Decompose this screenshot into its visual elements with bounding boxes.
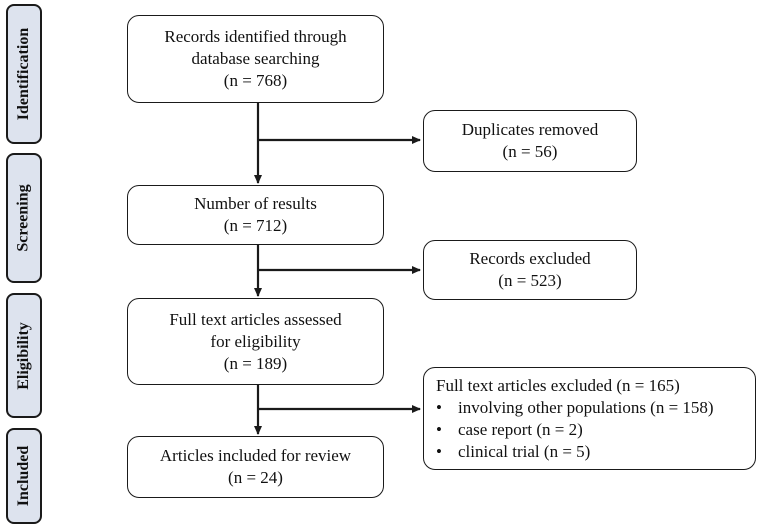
exclusion-reason-item: •clinical trial (n = 5) <box>436 441 591 461</box>
phase-eligibility: Eligibility <box>6 293 42 418</box>
full-text-assessed-line1: Full text articles assessed <box>169 309 342 329</box>
articles-included-count: (n = 24) <box>228 468 283 487</box>
duplicates-removed-box: Duplicates removed (n = 56) <box>423 110 637 172</box>
records-identified-line2: database searching <box>191 49 320 68</box>
records-identified-box: Records identified through database sear… <box>127 15 384 103</box>
full-text-assessed-box: Full text articles assessed for eligibil… <box>127 298 384 385</box>
records-identified-count: (n = 768) <box>223 71 288 90</box>
exclusion-reason-text: case report (n = 2) <box>458 419 583 439</box>
number-of-results-count: (n = 712) <box>223 216 288 235</box>
records-excluded-count: (n = 523) <box>498 271 562 290</box>
exclusion-reason-text: clinical trial (n = 5) <box>458 441 591 461</box>
full-text-excluded-box: Full text articles excluded (n = 165) •i… <box>423 367 756 470</box>
exclusion-reason-text: involving other populations (n = 158) <box>458 397 714 417</box>
articles-included-label: Articles included for review <box>159 446 352 465</box>
number-of-results-label: Number of results <box>194 194 317 213</box>
records-excluded-box: Records excluded (n = 523) <box>423 240 637 300</box>
articles-included-box: Articles included for review (n = 24) <box>127 436 384 498</box>
exclusion-reason-item: •case report (n = 2) <box>436 419 583 439</box>
exclusion-reasons-list: •involving other populations (n = 158) •… <box>436 397 714 463</box>
full-text-assessed-line2: for eligibility <box>210 331 301 351</box>
full-text-assessed-count: (n = 189) <box>223 353 288 373</box>
duplicates-removed-count: (n = 56) <box>502 142 558 161</box>
exclusion-reason-item: •involving other populations (n = 158) <box>436 397 714 417</box>
phase-included: Included <box>6 428 42 524</box>
phase-identification: Identification <box>6 4 42 144</box>
records-excluded-label: Records excluded <box>469 249 591 268</box>
number-of-results-box: Number of results (n = 712) <box>127 185 384 245</box>
duplicates-removed-label: Duplicates removed <box>461 120 599 139</box>
records-identified-line1: Records identified through <box>164 27 347 46</box>
full-text-excluded-title: Full text articles excluded (n = 165) <box>436 375 680 395</box>
phase-screening: Screening <box>6 153 42 283</box>
